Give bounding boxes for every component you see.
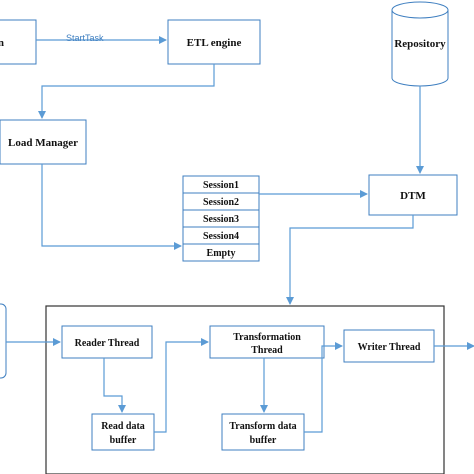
repository-cylinder-top xyxy=(391,1,449,19)
arrow-etl-to-load-manager xyxy=(38,64,215,119)
dtm-node: DTM xyxy=(368,174,458,216)
session-2-label: Session2 xyxy=(203,197,239,208)
repository-label: Repository xyxy=(394,38,446,50)
load-manager-label: Load Manager xyxy=(8,137,78,149)
transform-buffer-label-line1: Transform data xyxy=(229,421,296,432)
left-top-node: n xyxy=(0,19,37,65)
etl-engine-label: ETL engine xyxy=(187,37,242,49)
read-buffer-label-line2: buffer xyxy=(110,435,137,446)
read-buffer-label-line1: Read data xyxy=(101,421,145,432)
session-1-label: Session1 xyxy=(203,180,239,191)
arrow-dtm-to-frame xyxy=(286,215,414,305)
etl-engine-node: ETL engine xyxy=(167,19,261,65)
arrow-read-buffer-to-transformation xyxy=(154,338,209,433)
start-task-label: StartTask xyxy=(66,33,104,43)
reader-thread-node: Reader Thread xyxy=(61,325,153,359)
session-list: Session1 Session2 Session3 Session4 Empt… xyxy=(182,175,260,262)
arrow-reader-to-read-buffer xyxy=(103,358,126,413)
session-4-label: Session4 xyxy=(203,231,239,242)
load-manager-node: Load Manager xyxy=(0,119,87,165)
repository-node: Repository xyxy=(391,1,449,87)
transform-buffer-label-line2: buffer xyxy=(250,435,277,446)
left-top-node-label: n xyxy=(0,37,4,49)
transformation-thread-label-line1: Transformation xyxy=(233,332,301,343)
worker-frame xyxy=(45,305,445,474)
writer-thread-label: Writer Thread xyxy=(358,342,421,353)
dtm-label: DTM xyxy=(400,190,426,202)
reader-thread-label: Reader Thread xyxy=(75,338,140,349)
connectors xyxy=(6,36,474,433)
transform-buffer-node: Transform data buffer xyxy=(221,413,305,451)
transformation-thread-label-line2: Thread xyxy=(251,345,283,356)
left-source-node xyxy=(0,303,7,379)
arrow-load-manager-to-sessions xyxy=(41,164,182,250)
session-empty-label: Empty xyxy=(207,248,236,259)
writer-thread-node: Writer Thread xyxy=(343,329,435,363)
transformation-thread-node: Transformation Thread xyxy=(209,325,325,359)
session-3-label: Session3 xyxy=(203,214,239,225)
arrow-transform-buffer-to-writer xyxy=(304,342,343,433)
read-buffer-node: Read data buffer xyxy=(91,413,155,451)
